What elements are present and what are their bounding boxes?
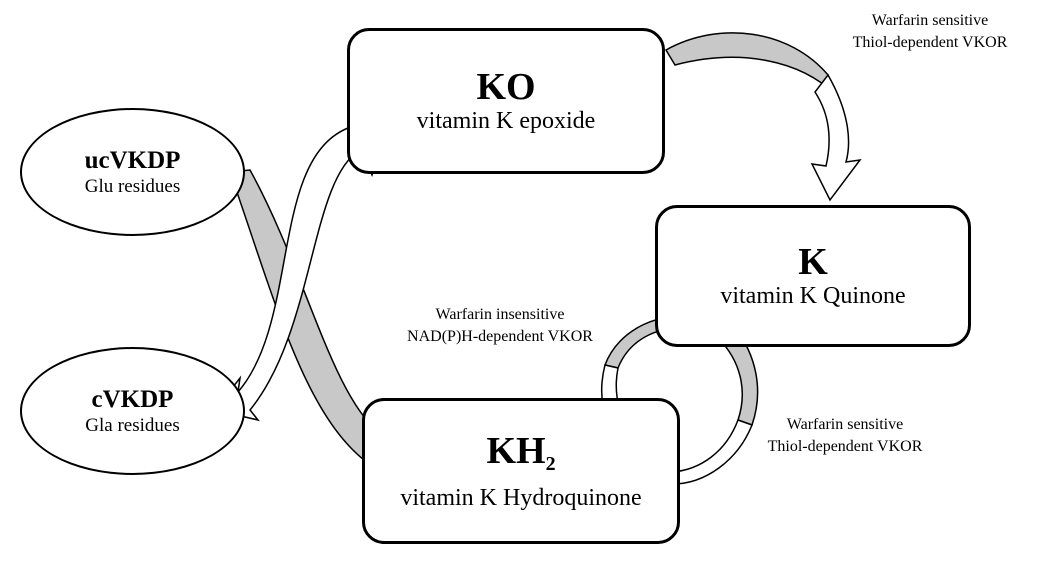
k-box: K vitamin K Quinone (655, 205, 971, 347)
label-top-vkor: Warfarin sensitive Thiol-dependent VKOR (830, 10, 1030, 54)
label-bottom-vkor-line1: Warfarin sensitive (786, 416, 904, 433)
ko-box: KO vitamin K epoxide (347, 28, 665, 174)
label-bottom-vkor: Warfarin sensitive Thiol-dependent VKOR (740, 414, 950, 458)
arrow-ko-to-k-gray (664, 32, 837, 96)
label-mid-vkor: Warfarin insensitive NAD(P)H-dependent V… (385, 304, 615, 348)
cvkdp-title: cVKDP (91, 385, 174, 413)
label-top-vkor-line2: Thiol-dependent VKOR (852, 34, 1008, 51)
k-title: K (798, 241, 828, 283)
kh2-title-subscript: 2 (545, 452, 556, 475)
ko-title: KO (476, 66, 536, 108)
ucvkdp-ellipse: ucVKDP Glu residues (20, 108, 245, 236)
ucvkdp-title: ucVKDP (84, 146, 181, 174)
ko-subtitle: vitamin K epoxide (416, 108, 596, 134)
ucvkdp-subtitle: Glu residues (84, 175, 181, 197)
kh2-title-main: KH (486, 429, 546, 472)
kh2-box: KH2 vitamin K Hydroquinone (362, 398, 680, 544)
kh2-subtitle: vitamin K Hydroquinone (400, 484, 642, 511)
kh2-title: KH2 (486, 431, 555, 484)
arrow-ko-to-k-head (810, 73, 862, 202)
k-subtitle: vitamin K Quinone (720, 283, 906, 309)
cvkdp-ellipse: cVKDP Gla residues (20, 347, 245, 475)
cvkdp-subtitle: Gla residues (85, 414, 180, 436)
label-mid-vkor-line2: NAD(P)H-dependent VKOR (407, 328, 593, 345)
label-mid-vkor-line1: Warfarin insensitive (435, 306, 565, 323)
label-bottom-vkor-line2: Thiol-dependent VKOR (767, 438, 923, 455)
label-top-vkor-line1: Warfarin sensitive (871, 12, 989, 29)
